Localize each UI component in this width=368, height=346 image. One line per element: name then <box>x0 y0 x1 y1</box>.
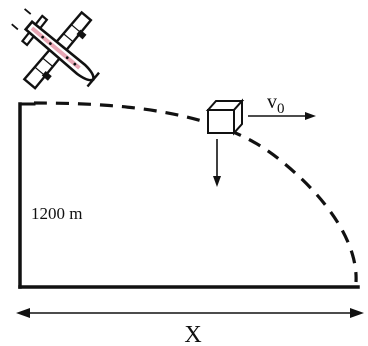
trajectory-path <box>33 101 358 283</box>
distance-label: X <box>184 322 201 346</box>
airplane-icon <box>11 8 100 90</box>
cliff-and-ground <box>18 102 360 289</box>
velocity-label: v0 <box>267 91 285 117</box>
gravity-arrow <box>213 139 221 187</box>
distance-arrow <box>16 308 364 318</box>
velocity-label-base: v <box>267 91 277 113</box>
box-icon <box>205 98 245 136</box>
velocity-arrow <box>248 112 316 120</box>
height-label: 1200 m <box>31 204 82 223</box>
velocity-label-subscript: 0 <box>277 101 285 117</box>
